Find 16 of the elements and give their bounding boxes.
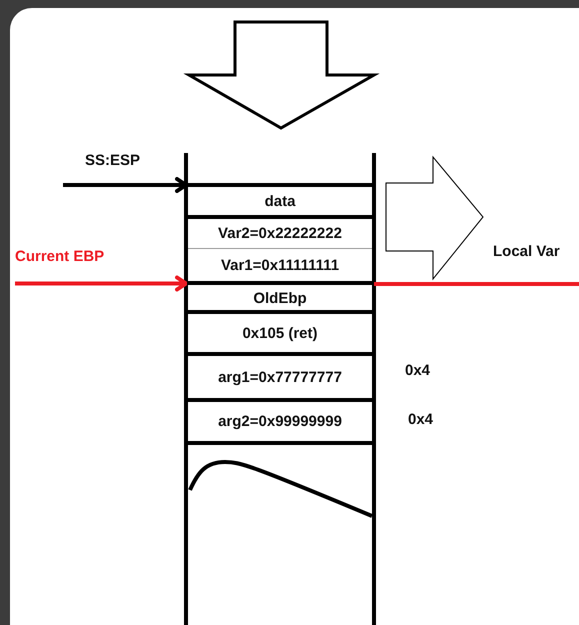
slot-label: data bbox=[264, 192, 296, 210]
slot-label: arg1=0x77777777 bbox=[218, 368, 342, 386]
stack-slot bbox=[188, 398, 372, 445]
size-label: 0x4 bbox=[405, 362, 430, 379]
slot-label: arg2=0x99999999 bbox=[218, 413, 342, 430]
slot-label: OldEbp bbox=[253, 290, 307, 307]
pointer-label: Current EBP bbox=[15, 248, 104, 265]
slot-label: Var2=0x22222222 bbox=[218, 225, 342, 242]
size-label: 0x4 bbox=[408, 411, 434, 428]
slot-label: 0x105 (ret) bbox=[242, 324, 318, 342]
pointer-label: SS:ESP bbox=[85, 152, 140, 169]
connector-line bbox=[374, 282, 579, 286]
pointer-label: Local Var bbox=[493, 243, 560, 260]
arrow bbox=[15, 276, 188, 292]
block-arrow bbox=[386, 156, 484, 280]
slot-label: Var1=0x11111111 bbox=[220, 256, 340, 274]
